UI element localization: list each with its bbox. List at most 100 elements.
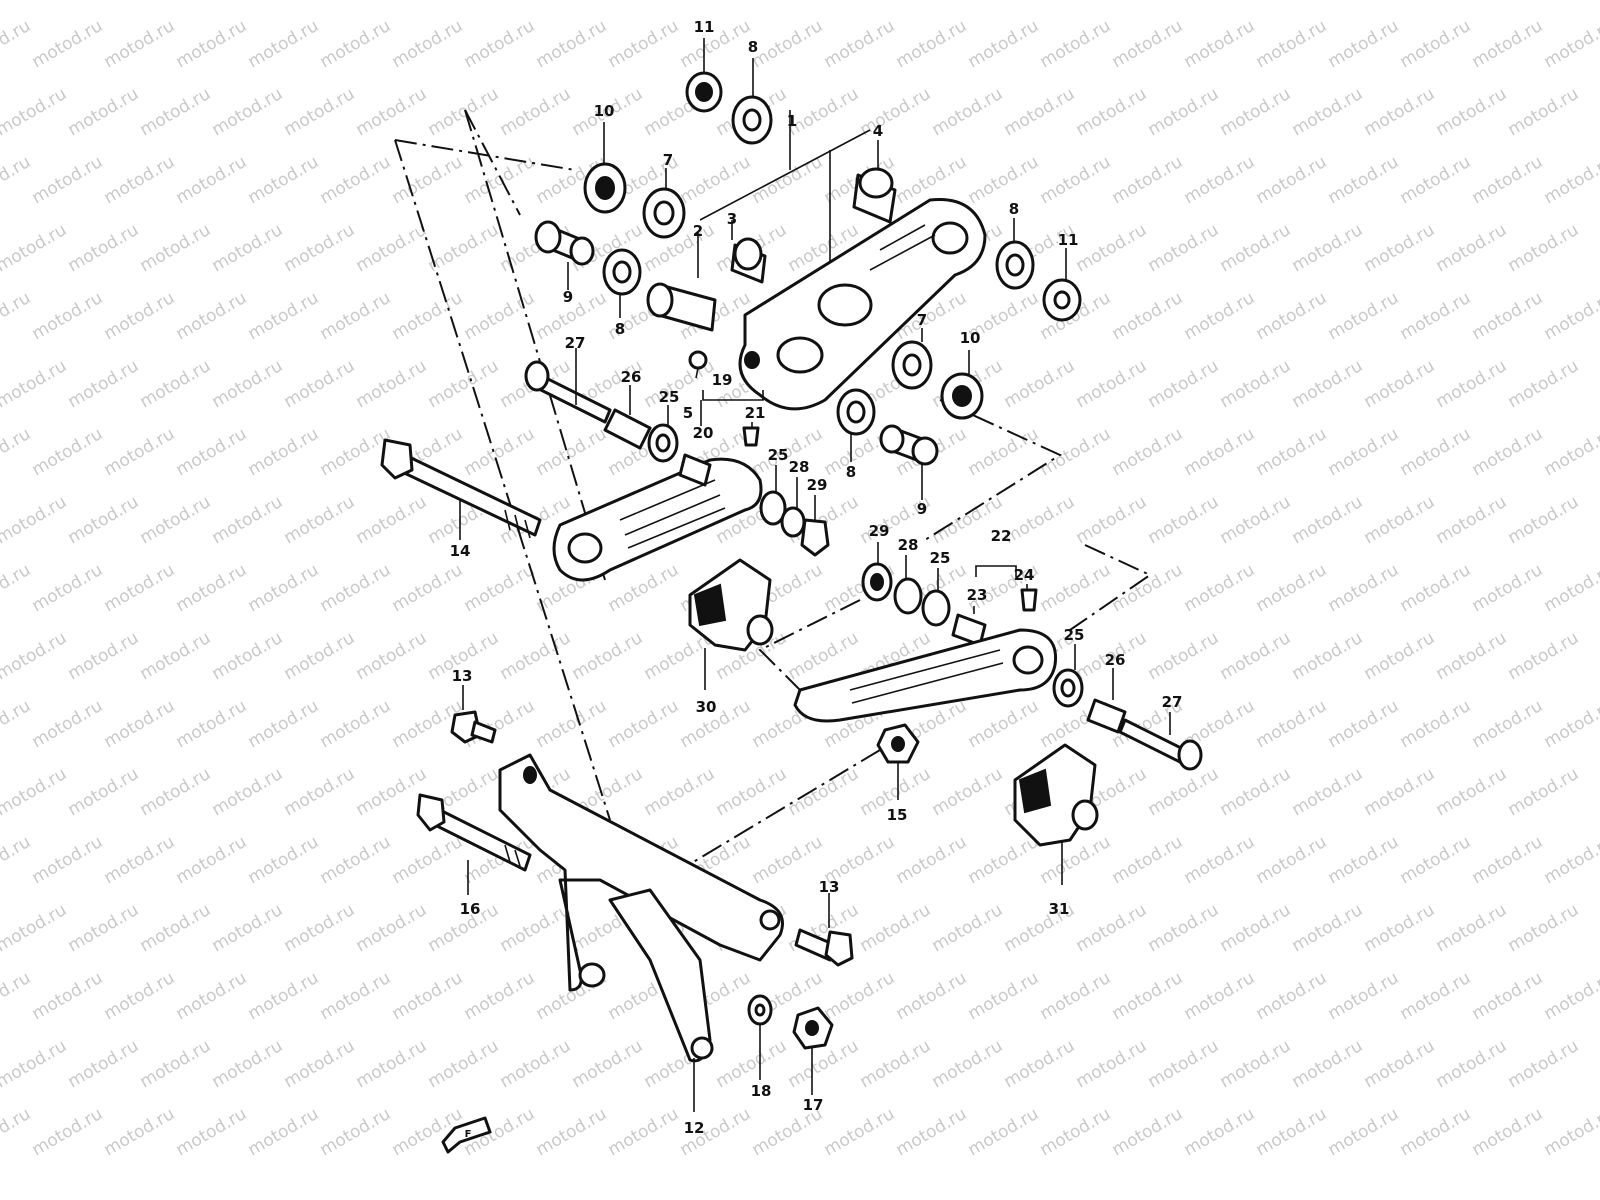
watermark-text: motod.ru [65,1036,143,1092]
watermark-text: motod.ru [497,1036,575,1092]
watermark-text: motod.ru [137,1036,215,1092]
watermark-text: motod.ru [0,84,70,140]
watermark-text: motod.ru [317,1104,395,1160]
watermark-text: motod.ru [65,84,143,140]
watermark-text: motod.ru [137,356,215,412]
watermark-text: motod.ru [893,968,971,1024]
watermark-text: motod.ru [101,968,179,1024]
watermark-text: motod.ru [1541,560,1600,616]
watermark-text: motod.ru [1217,220,1295,276]
watermark-text: motod.ru [1325,696,1403,752]
part-label-30: 30 [696,698,717,716]
watermark-text: motod.ru [1001,1036,1079,1092]
watermark-text: motod.ru [1253,424,1331,480]
part-label-25: 25 [930,549,951,567]
watermark-text: motod.ru [209,356,287,412]
washer-11-right [1042,278,1082,322]
watermark-text: motod.ru [929,84,1007,140]
watermark-text: motod.ru [1001,492,1079,548]
part-label-25: 25 [1064,626,1085,644]
watermark-text: motod.ru [65,220,143,276]
watermark-text: motod.ru [0,424,34,480]
watermark-text: motod.ru [929,764,1007,820]
watermark-text: motod.ru [209,492,287,548]
part-label-28: 28 [898,536,919,554]
watermark-text: motod.ru [641,0,719,4]
watermark-text: motod.ru [1361,764,1439,820]
bushing-10-left [583,162,627,214]
watermark-text: motod.ru [1325,424,1403,480]
watermark-text: motod.ru [1541,424,1600,480]
watermark-text: motod.ru [1361,900,1439,956]
watermark-text: motod.ru [1253,152,1331,208]
part-label-13: 13 [819,878,840,896]
watermark-text: motod.ru [1433,764,1511,820]
watermark-text: motod.ru [965,424,1043,480]
part-label-9: 9 [917,500,927,518]
watermark-text: motod.ru [137,628,215,684]
watermark-text: motod.ru [1397,288,1475,344]
watermark-text: motod.ru [893,832,971,888]
watermark-text: motod.ru [605,1104,683,1160]
part-label-11: 11 [694,18,715,36]
watermark-text: motod.ru [173,696,251,752]
front-marker-text: F [465,1129,472,1140]
watermark-text: motod.ru [0,560,34,616]
nut-17 [792,1006,834,1050]
watermark-text: motod.ru [281,628,359,684]
seal-8-right [836,388,876,436]
watermark-text: motod.ru [281,764,359,820]
watermark-text: motod.ru [317,832,395,888]
watermark-text: motod.ru [1145,356,1223,412]
bracket-31 [1013,743,1099,847]
watermark-text: motod.ru [0,356,70,412]
watermark-text: motod.ru [1541,696,1600,752]
watermark-text: motod.ru [929,900,1007,956]
watermark-text: motod.ru [389,832,467,888]
watermark-text: motod.ru [1001,0,1079,4]
watermark-text: motod.ru [0,968,34,1024]
part-label-10: 10 [960,329,981,347]
watermark-text: motod.ru [1361,492,1439,548]
part-label-2: 2 [693,222,703,240]
bushing-10-right [940,372,984,420]
watermark-text: motod.ru [1145,628,1223,684]
watermark-text: motod.ru [1325,1104,1403,1160]
bolt-27-lower [1118,718,1203,771]
watermark-text: motod.ru [245,16,323,72]
watermark-text: motod.ru [425,220,503,276]
watermark-text: motod.ru [1505,1036,1583,1092]
watermark-text: motod.ru [0,152,34,208]
watermark-text: motod.ru [1469,696,1547,752]
watermark-text: motod.ru [497,0,575,4]
leader-lines [459,38,1171,1112]
watermark-text: motod.ru [965,696,1043,752]
watermark-text: motod.ru [173,1104,251,1160]
watermark-text: motod.ru [1109,1104,1187,1160]
watermark-text: motod.ru [1397,1104,1475,1160]
watermark-text: motod.ru [353,84,431,140]
watermark-text: motod.ru [1433,0,1511,4]
spacer-26-lower [1086,698,1127,734]
watermark-text: motod.ru [1541,16,1600,72]
watermark-text: motod.ru [965,1104,1043,1160]
watermark-text: motod.ru [605,16,683,72]
link-rod-22 [793,628,1058,723]
watermark-text: motod.ru [1433,900,1511,956]
part-label-22: 22 [991,527,1012,545]
watermark-text: motod.ru [1289,84,1367,140]
watermark-text: motod.ru [965,832,1043,888]
watermark-text: motod.ru [29,832,107,888]
watermark-text: motod.ru [1037,424,1115,480]
watermark-text: motod.ru [425,0,503,4]
watermark-text: motod.ru [821,968,899,1024]
watermark-text: motod.ru [1181,16,1259,72]
watermark-text: motod.ru [1289,492,1367,548]
watermark-text: motod.ru [353,628,431,684]
watermark-text: motod.ru [245,968,323,1024]
watermark-text: motod.ru [353,0,431,4]
watermark-text: motod.ru [29,696,107,752]
bracket-1 [699,110,871,270]
part-label-10: 10 [594,102,615,120]
watermark-text: motod.ru [1145,1036,1223,1092]
